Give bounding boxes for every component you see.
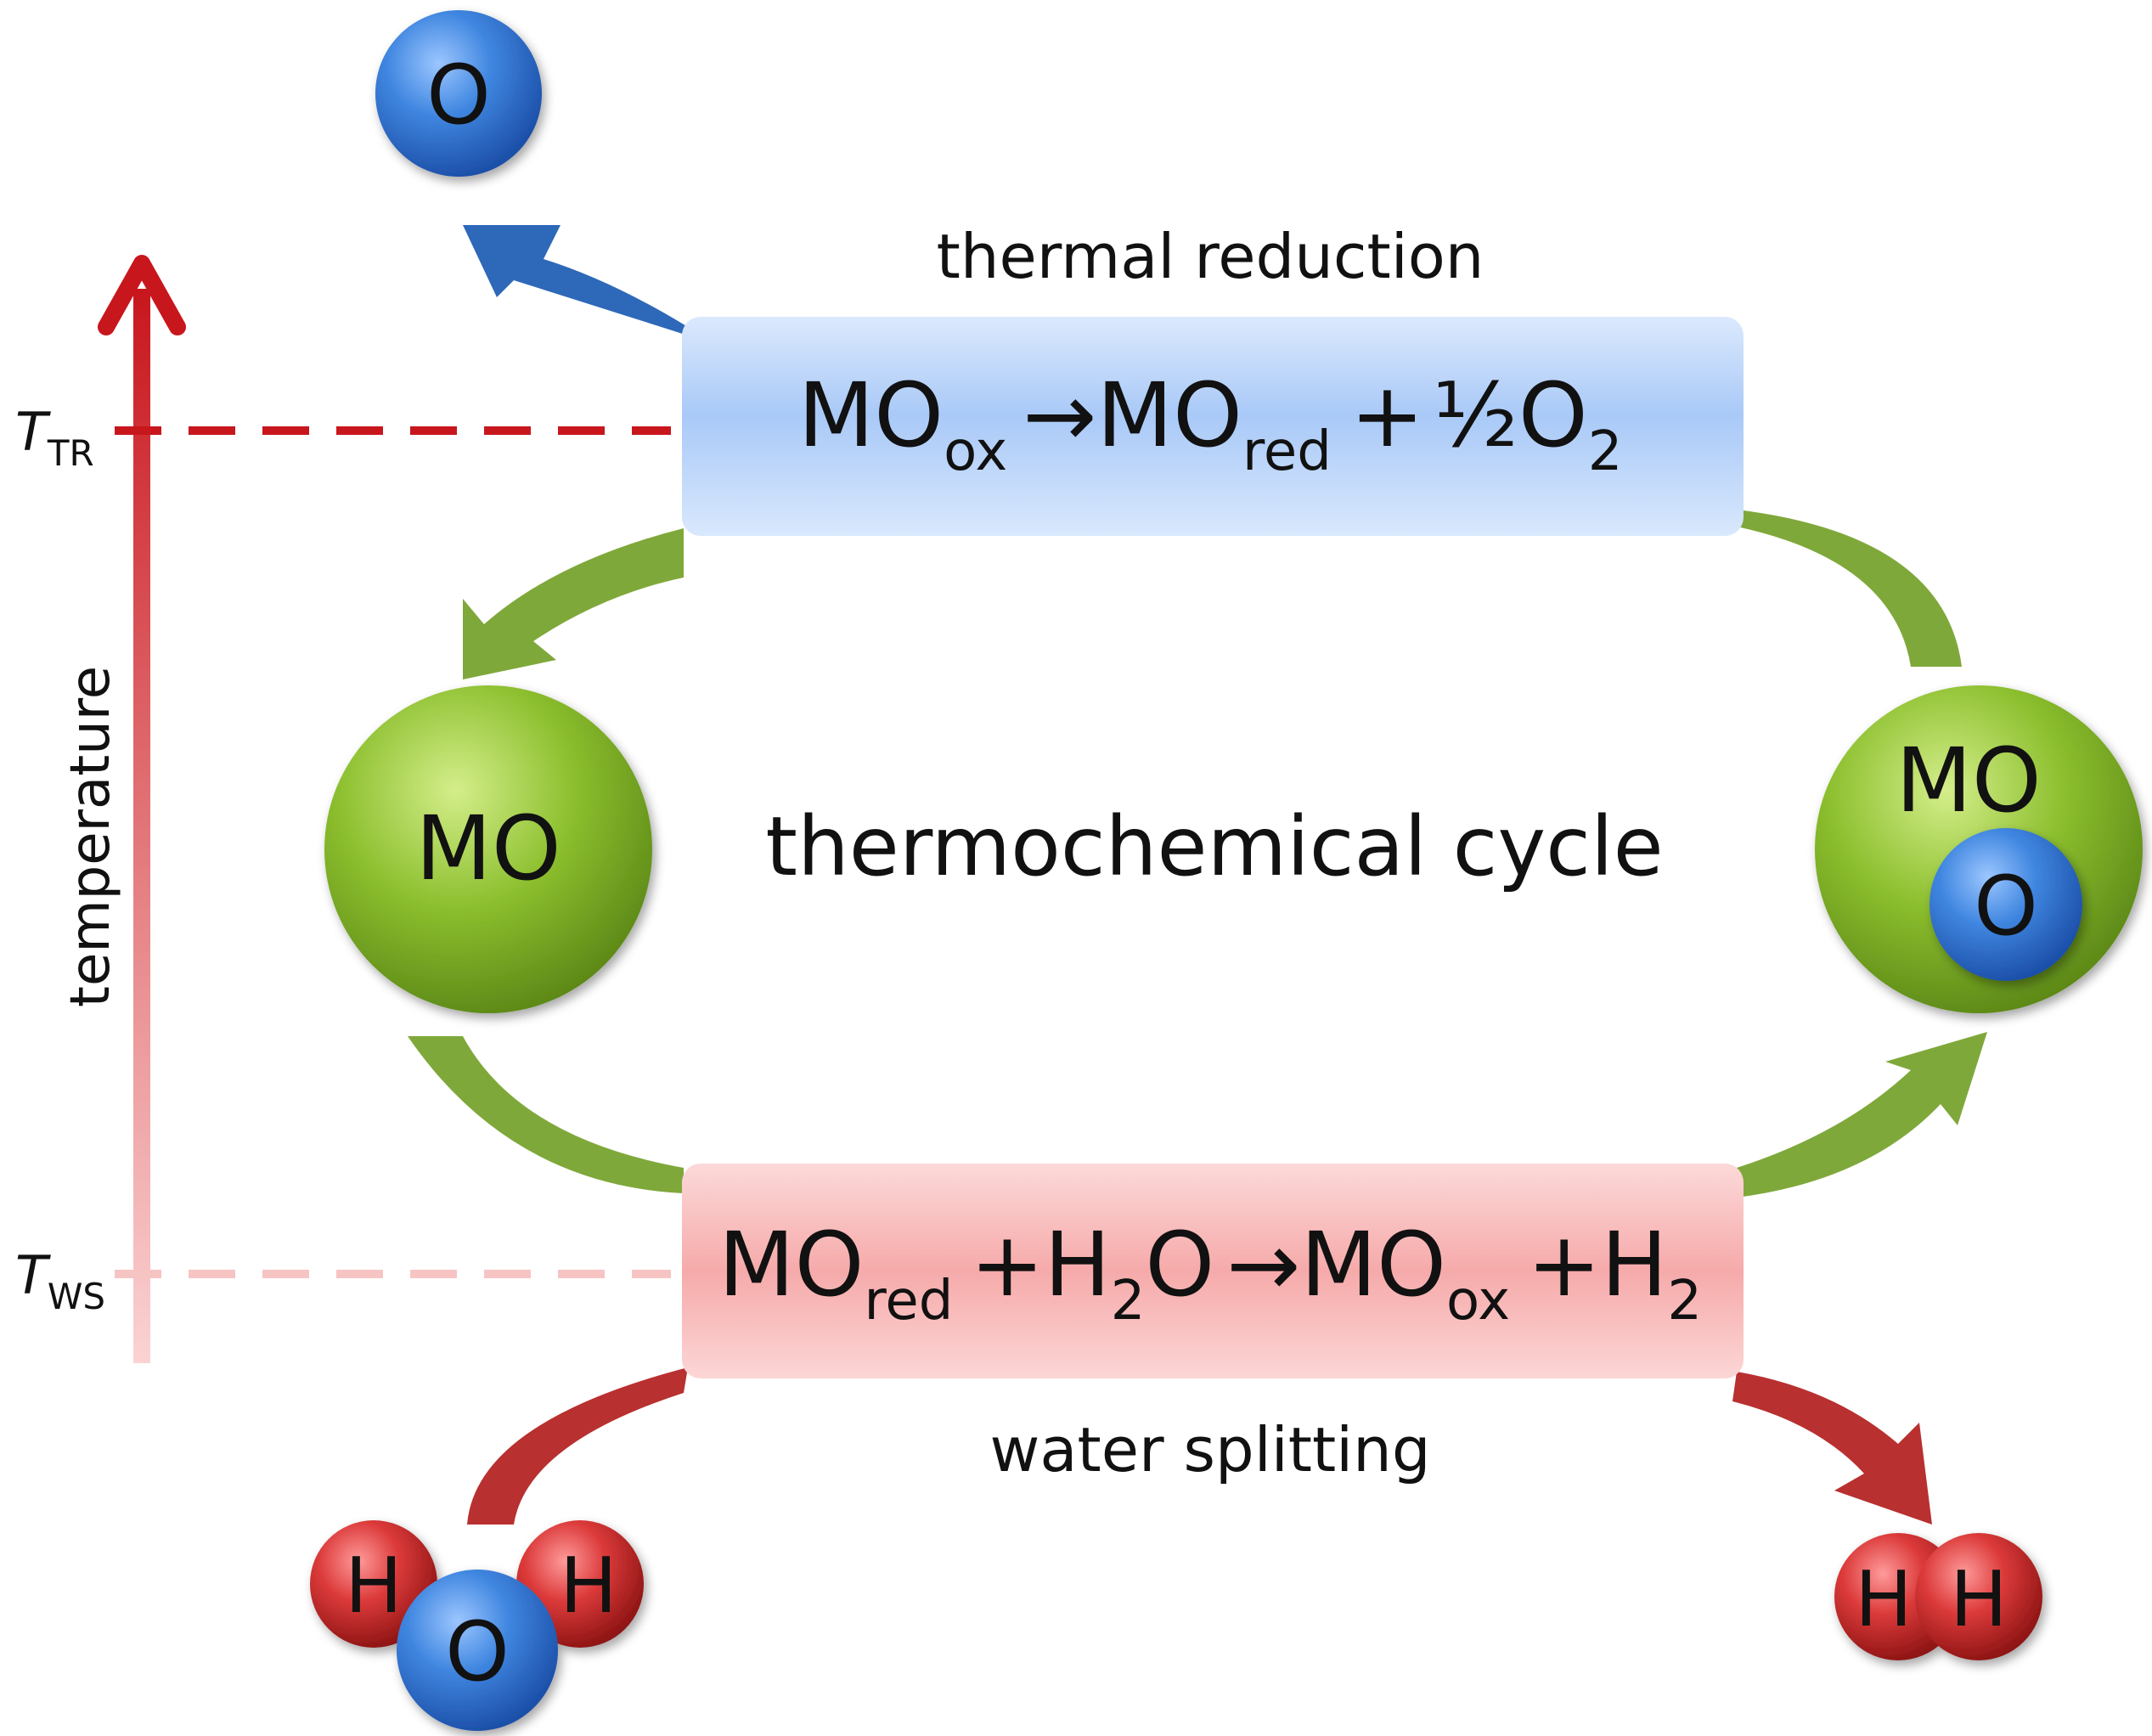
arrow-mo-o-to-reduction-icon: [1737, 510, 1962, 667]
eq2-h2o-o: O: [1145, 1213, 1214, 1316]
arrow-mo-to-splitting-icon: [408, 1036, 684, 1193]
mo-sphere: [324, 685, 652, 1013]
t-tr-marker: TTR: [15, 401, 671, 474]
t-ws-label: TWS: [15, 1244, 105, 1317]
eq1-half: ½: [1433, 364, 1518, 467]
water-o-letter: O: [445, 1604, 510, 1699]
eq1-o2-sub: 2: [1588, 420, 1623, 483]
arrow-water-in-icon: [467, 1367, 688, 1525]
temperature-axis-label: temperature: [59, 666, 122, 1007]
hydrogen-h2-atom: [1915, 1533, 2042, 1660]
temperature-axis: temperature: [59, 255, 186, 1363]
water-o-atom: [397, 1570, 558, 1731]
mo-o-inner-oxygen-body: [1929, 828, 2082, 981]
t-ws-symbol: T: [15, 1244, 51, 1306]
arrow-reduction-to-mo-icon: [463, 528, 684, 679]
thermal-reduction-label: thermal reduction: [937, 221, 1484, 292]
mo-sphere-body: [324, 685, 652, 1013]
thermal-reduction-box: [682, 317, 1744, 536]
water-h1-letter: H: [345, 1542, 403, 1631]
released-oxygen-body: [375, 10, 542, 177]
eq2-mo-ox-sub: ox: [1446, 1270, 1510, 1333]
eq1-plus: +: [1350, 364, 1424, 467]
eq1-mo-red-sub: red: [1242, 420, 1332, 483]
mo-o-inner-oxygen-letter: O: [1974, 859, 2038, 954]
thermochemical-cycle-label: thermochemical cycle: [765, 799, 1663, 894]
eq1-mo-ox-sub: ox: [944, 420, 1007, 483]
t-tr-symbol: T: [15, 401, 51, 463]
temperature-axis-arrowhead-icon: [98, 255, 186, 335]
hydrogen-h1-letter: H: [1855, 1555, 1913, 1644]
mo-o-sphere-label: MO: [1896, 729, 2042, 832]
eq2-mo-red: MO: [718, 1213, 865, 1316]
temperature-axis-bar: [133, 289, 150, 1363]
water-molecule: H H O: [310, 1520, 644, 1731]
water-splitting-equation: MOred+H2O→MOox+H2: [718, 1213, 1702, 1333]
t-tr-label: TTR: [15, 401, 94, 474]
arrow-oxygen-release-icon: [463, 225, 688, 335]
mo-o-inner-oxygen-atom: [1929, 828, 2082, 981]
eq2-arrow: →: [1226, 1213, 1300, 1316]
water-splitting-step: MOred+H2O→MOox+H2 water splitting: [682, 1164, 1744, 1485]
water-h2-letter: H: [560, 1542, 617, 1631]
eq2-h2-sub: 2: [1667, 1270, 1702, 1333]
mo-sphere-label: MO: [415, 797, 561, 900]
eq2-mo-red-sub: red: [864, 1270, 953, 1333]
released-oxygen-atom: [375, 10, 542, 177]
eq2-plus2: +: [1527, 1213, 1601, 1316]
t-ws-subscript: WS: [48, 1276, 105, 1317]
hydrogen-molecule: H H: [1834, 1533, 2042, 1660]
water-splitting-box: [682, 1164, 1744, 1378]
eq1-o2: O: [1518, 364, 1588, 467]
thermal-reduction-step: thermal reduction MOox→MOred+½O2: [682, 221, 1744, 536]
eq2-plus1: +: [970, 1213, 1044, 1316]
eq1-mo-red: MO: [1096, 364, 1242, 467]
eq2-h2: H: [1601, 1213, 1667, 1316]
eq1-arrow: →: [1022, 364, 1096, 467]
arrow-splitting-to-mo-o-icon: [1737, 1032, 1987, 1198]
hydrogen-h2-letter: H: [1950, 1555, 2008, 1644]
t-ws-marker: TWS: [15, 1244, 671, 1317]
water-splitting-label: water splitting: [989, 1414, 1430, 1485]
eq2-h2o-h: H: [1045, 1213, 1111, 1316]
arrow-hydrogen-out-icon: [1732, 1372, 1932, 1525]
eq2-mo-ox: MO: [1300, 1213, 1446, 1316]
thermal-reduction-equation: MOox→MOred+½O2: [798, 364, 1623, 483]
t-tr-subscript: TR: [47, 432, 94, 474]
eq2-h2o-sub: 2: [1111, 1270, 1146, 1333]
released-oxygen-letter: O: [426, 48, 491, 143]
eq1-mo-ox: MO: [798, 364, 944, 467]
